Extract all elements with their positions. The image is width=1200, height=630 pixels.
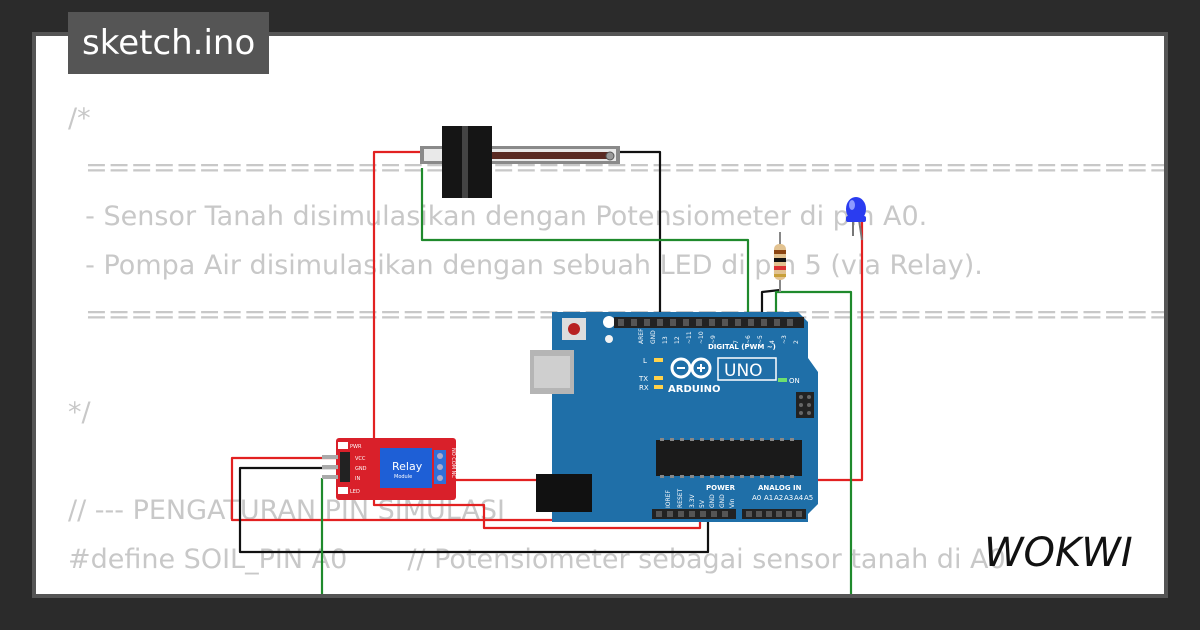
board-model: UNO xyxy=(724,361,763,381)
relay-module[interactable]: PWR LED VCC GND IN Relay Module NO COM N… xyxy=(322,438,456,500)
pin-label: RESET xyxy=(677,488,684,508)
code-line: */ xyxy=(68,397,91,428)
code-line: /* xyxy=(68,103,91,134)
pin-label: 5V xyxy=(699,499,706,508)
relay-pin-label: GND xyxy=(355,466,367,472)
pin-label: 3.3V xyxy=(689,493,696,508)
pin-label: A5 xyxy=(804,494,813,502)
relay-pin-label: IN xyxy=(355,476,360,482)
relay-contacts-label: NO COM NC xyxy=(450,448,456,478)
led-blue[interactable] xyxy=(846,197,866,241)
wire-black-pot[interactable] xyxy=(620,150,662,318)
analog-label: ANALOG IN xyxy=(758,484,802,492)
pin-label: 2 xyxy=(793,340,800,344)
code-background: /* =====================================… xyxy=(68,94,1164,594)
on-label: ON xyxy=(789,377,800,385)
pin-label: 4 xyxy=(769,340,776,344)
relay-subtitle: Module xyxy=(394,474,412,480)
wokwi-logo-text: WOKWI xyxy=(984,530,1133,576)
pin-label: 13 xyxy=(662,336,669,344)
digital-label: DIGITAL (PWM ~) xyxy=(708,343,776,351)
relay-title: Relay xyxy=(392,460,423,473)
pin-label: IOREF xyxy=(665,490,672,508)
board-logo-text: ARDUINO xyxy=(668,384,720,395)
rx-label: RX xyxy=(639,384,649,392)
analog-header xyxy=(742,509,806,519)
relay-pin-label: VCC xyxy=(355,456,366,462)
pin-label: A1 xyxy=(764,494,773,502)
pin-label: ~9 xyxy=(710,335,717,344)
wire-black-resistor[interactable] xyxy=(760,288,781,318)
wire-green-relay[interactable] xyxy=(774,290,853,594)
pin-label: Vin xyxy=(729,498,736,508)
circuit-diagram: AREF GND 13 12 ~11 ~10 ~9 7 ~6 ~5 4 ~3 2… xyxy=(230,126,866,594)
pin-label: 7 xyxy=(733,340,740,344)
code-line: #define RELAY_PIN 5 // Relay mengontrol … xyxy=(68,584,1164,594)
sketch-filename-tab[interactable]: sketch.ino xyxy=(68,12,270,74)
wire-red-pot[interactable] xyxy=(372,150,702,530)
code-line: ========================================… xyxy=(85,152,1164,183)
aref-label: AREF xyxy=(638,328,645,344)
gnd-label: GND xyxy=(650,330,657,344)
pin-label: GND xyxy=(709,494,716,508)
code-line: - Sensor Tanah disimulasikan dengan Pote… xyxy=(68,201,928,232)
pin-label: ~3 xyxy=(781,335,788,344)
pin-label: A2 xyxy=(774,494,783,502)
pin-label: 12 xyxy=(674,336,681,344)
power-jack xyxy=(536,474,592,512)
resistor[interactable] xyxy=(774,232,786,292)
wokwi-logo: WOKWI xyxy=(984,530,1133,576)
wire-black-gnd[interactable] xyxy=(238,466,710,554)
pin-label: ~5 xyxy=(757,335,764,344)
atmega-chip xyxy=(656,440,802,476)
pin-label: A4 xyxy=(794,494,804,502)
simulation-canvas[interactable]: /* =====================================… xyxy=(36,36,1164,594)
tx-label: TX xyxy=(638,375,648,383)
slide-potentiometer[interactable] xyxy=(420,126,620,198)
arduino-uno-board[interactable]: AREF GND 13 12 ~11 ~10 ~9 7 ~6 ~5 4 ~3 2… xyxy=(530,312,818,522)
relay-led-label: LED xyxy=(350,489,360,495)
pin-label: A3 xyxy=(784,494,793,502)
relay-pwr-label: PWR xyxy=(350,444,362,450)
power-label: POWER xyxy=(706,484,736,492)
l-label: L xyxy=(643,357,647,365)
pin-label: ~10 xyxy=(698,331,705,344)
pin-label: ~6 xyxy=(745,335,752,344)
arduino-logo xyxy=(670,357,712,379)
code-line: - Pompa Air disimulasikan dengan sebuah … xyxy=(68,250,983,281)
relay-coil xyxy=(380,448,432,488)
pin-label: GND xyxy=(719,494,726,508)
pin-label: ~11 xyxy=(686,331,693,344)
pin-label: A0 xyxy=(752,494,761,502)
